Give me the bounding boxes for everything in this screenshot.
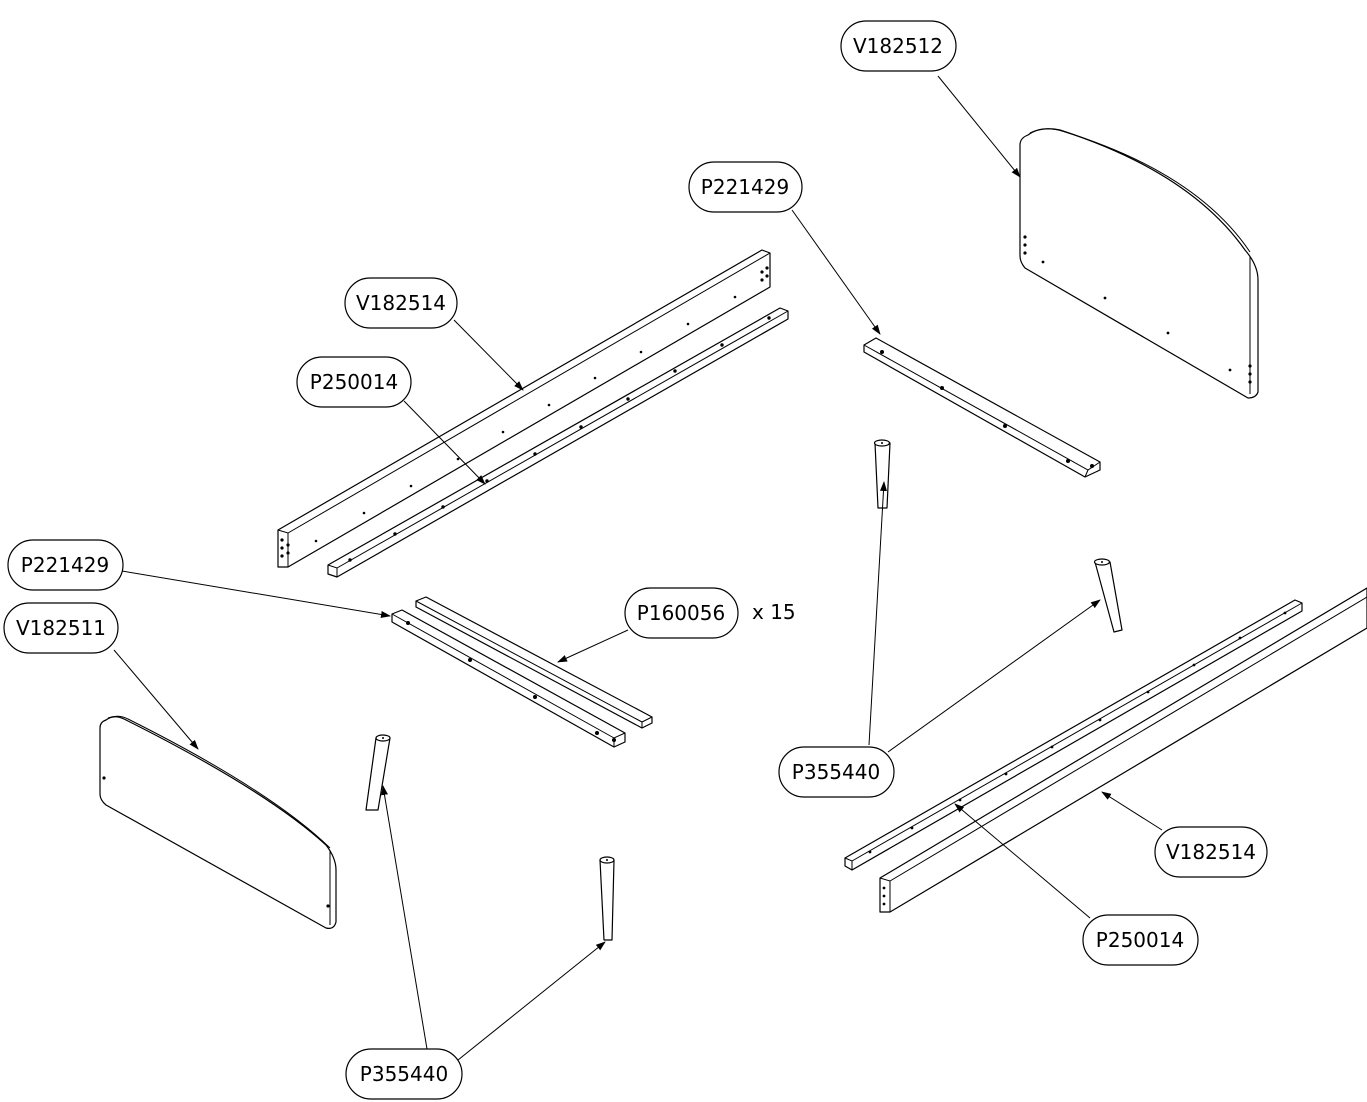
leader-footboard	[113, 649, 199, 750]
leader-support-left	[403, 400, 486, 485]
leader-lines	[113, 75, 1163, 1061]
callout-slat: P160056 x 15	[624, 587, 796, 639]
callout-slat-label: P160056	[637, 601, 725, 625]
callout-side-rail-left-label: V182514	[356, 291, 446, 315]
leader-rail-mid-left	[121, 570, 391, 618]
leader-legs-left-a	[381, 785, 428, 1050]
support-right-part	[844, 599, 1303, 871]
leader-slat	[557, 629, 629, 663]
callout-support-left-label: P250014	[310, 370, 398, 394]
callout-side-rail-right: V182514	[1154, 826, 1268, 878]
callout-legs-right-label: P355440	[792, 760, 880, 784]
callout-rail-top-right-label: P221429	[701, 175, 789, 199]
rail-right-part	[863, 337, 1101, 478]
callout-legs-right: P355440	[778, 746, 895, 798]
callout-headboard-label: V182512	[853, 34, 943, 58]
callout-support-right: P250014	[1082, 914, 1199, 966]
side-rail-left-part	[277, 249, 771, 568]
leader-legs-right-b	[887, 599, 1101, 753]
slat-quantity: x 15	[752, 600, 796, 624]
callout-legs-left-label: P355440	[360, 1062, 448, 1086]
leg-left-lower-part	[599, 856, 615, 941]
leader-legs-left-b	[457, 941, 606, 1061]
callout-headboard: V182512	[840, 20, 957, 72]
rail-mid-part	[391, 609, 626, 748]
callout-side-rail-right-label: V182514	[1166, 840, 1256, 864]
callout-rail-top-right: P221429	[688, 161, 803, 213]
leader-side-rail-left	[453, 319, 524, 391]
leg-right-upper-part	[873, 439, 891, 509]
leader-headboard	[937, 75, 1021, 178]
leader-side-rail-right	[1101, 791, 1163, 831]
callout-support-right-label: P250014	[1096, 928, 1184, 952]
callout-rail-mid-left-label: P221429	[21, 553, 109, 577]
leader-support-right	[954, 803, 1091, 919]
slat-part	[415, 596, 653, 729]
leader-rail-top-right	[791, 209, 881, 335]
callout-footboard-label: V182511	[16, 616, 106, 640]
callout-rail-mid-left: P221429	[7, 539, 124, 591]
leg-right-lower-part	[1093, 558, 1123, 633]
support-left-part	[327, 307, 789, 578]
headboard-part	[1019, 128, 1259, 399]
leader-legs-right-a	[868, 481, 887, 746]
callout-side-rail-left: V182514	[344, 277, 458, 329]
side-rail-right-part	[879, 587, 1367, 913]
callout-legs-left: P355440	[345, 1048, 463, 1100]
footboard-part	[99, 715, 337, 929]
callout-footboard: V182511	[3, 602, 119, 654]
leg-left-upper-part	[365, 734, 391, 811]
callout-support-left: P250014	[296, 356, 412, 408]
